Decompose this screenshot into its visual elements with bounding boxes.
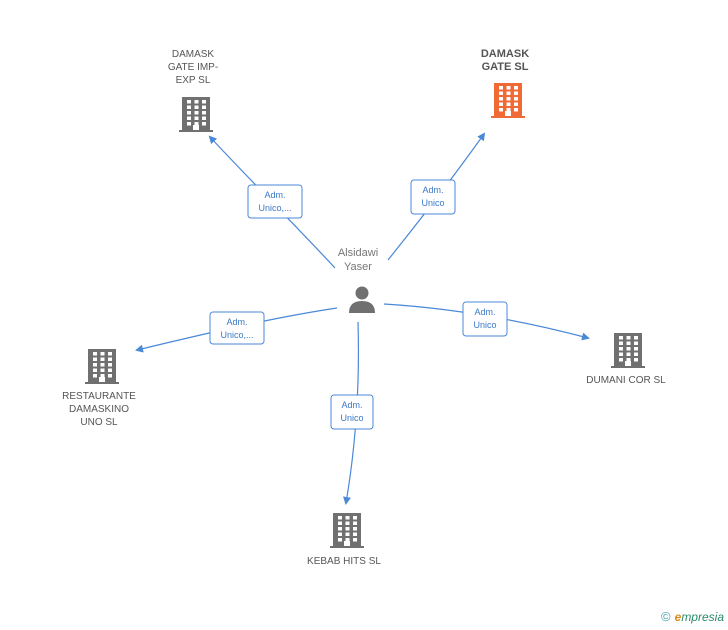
company-node-damask-gate-imp[interactable]: DAMASK GATE IMP- EXP SL bbox=[168, 49, 218, 132]
edge-label-box[interactable] bbox=[330, 394, 374, 430]
person-icon bbox=[349, 286, 375, 313]
edge-damask-gate: Adm. Unico bbox=[387, 132, 486, 261]
building-icon[interactable] bbox=[179, 97, 213, 132]
edge-dumani: Adm. Unico bbox=[383, 301, 590, 341]
company-name[interactable]: GATE IMP- bbox=[168, 62, 218, 73]
edge-label-text: Unico bbox=[340, 413, 363, 423]
edge-label-text: Adm. bbox=[226, 317, 247, 327]
edge-damask-gate-imp: Adm. Unico,... bbox=[208, 135, 336, 269]
edge-label-box[interactable] bbox=[410, 179, 456, 215]
edge-label-text: Adm. bbox=[474, 307, 495, 317]
company-name[interactable]: DAMASKINO bbox=[69, 404, 129, 415]
edge-kebab: Adm. Unico bbox=[330, 321, 374, 505]
company-name[interactable]: DAMASK bbox=[481, 48, 529, 60]
building-icon[interactable] bbox=[611, 333, 645, 368]
company-node-kebab[interactable]: KEBAB HITS SL bbox=[307, 513, 381, 567]
edge-label-text: Unico bbox=[421, 198, 444, 208]
company-name[interactable]: KEBAB HITS SL bbox=[307, 556, 381, 567]
edge-restaurante: Adm. Unico,... bbox=[135, 307, 338, 353]
brand-logo-e: e bbox=[674, 610, 682, 624]
edge-label-box[interactable] bbox=[247, 184, 303, 219]
edge-label-box[interactable] bbox=[462, 301, 508, 337]
footer-credit: ©empresia bbox=[661, 609, 724, 624]
edge-label-text: Unico,... bbox=[220, 330, 253, 340]
company-name[interactable]: RESTAURANTE bbox=[62, 391, 136, 402]
company-node-restaurante[interactable]: RESTAURANTE DAMASKINO UNO SL bbox=[62, 349, 136, 428]
copyright-symbol: © bbox=[661, 609, 671, 624]
company-name[interactable]: GATE SL bbox=[482, 61, 529, 73]
brand-logo-text: mpresia bbox=[681, 610, 724, 624]
edge-label-text: Adm. bbox=[422, 185, 443, 195]
edge-label-text: Unico,... bbox=[258, 203, 291, 213]
edge-label-text: Adm. bbox=[341, 400, 362, 410]
building-icon[interactable] bbox=[330, 513, 364, 548]
company-node-dumani[interactable]: DUMANI COR SL bbox=[586, 333, 666, 386]
company-name[interactable]: DAMASK bbox=[172, 49, 215, 60]
building-icon[interactable] bbox=[491, 83, 525, 118]
edge-label-text: Unico bbox=[473, 320, 496, 330]
person-name-line2[interactable]: Yaser bbox=[344, 261, 372, 273]
building-icon[interactable] bbox=[85, 349, 119, 384]
edge-label-box[interactable] bbox=[209, 311, 265, 345]
edge-label-text: Adm. bbox=[264, 190, 285, 200]
company-name[interactable]: EXP SL bbox=[176, 75, 211, 86]
person-name-line1[interactable]: Alsidawi bbox=[338, 247, 378, 259]
company-name[interactable]: UNO SL bbox=[80, 417, 118, 428]
company-name[interactable]: DUMANI COR SL bbox=[586, 375, 666, 386]
